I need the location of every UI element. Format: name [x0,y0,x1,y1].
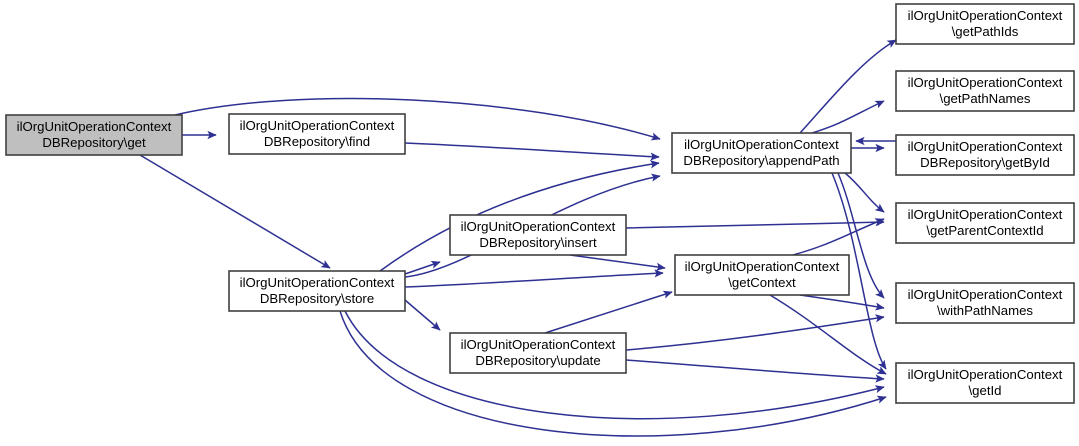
node-label-appendPath-line1: ilOrgUnitOperationContext [684,137,839,152]
node-label-getPathNames-line2: \getPathNames [940,91,1031,106]
call-edge-update-to-getContext [544,290,673,334]
call-edge-appendPath-to-withPathNames [837,172,885,299]
node-label-find-line1: ilOrgUnitOperationContext [240,118,395,133]
call-edge-find-to-appendPath [404,142,660,161]
call-edge-store-to-appendPath [379,160,660,272]
call-edge-get-to-appendPath [174,97,661,141]
node-layer: ilOrgUnitOperationContextDBRepository\ge… [5,3,1075,404]
call-edge-appendPath-to-getParentContextId [844,172,885,213]
node-label-appendPath-line2: DBRepository\appendPath [683,153,839,168]
call-edge-appendPath-to-getId [831,172,887,370]
call-edge-insert-to-getParentContextId [625,218,885,229]
node-label-getParentContextId-line2: \getParentContextId [926,223,1043,238]
node-label-getId-line1: ilOrgUnitOperationContext [908,367,1063,382]
node-label-withPathNames-line2: \withPathNames [937,303,1033,318]
node-insert[interactable]: ilOrgUnitOperationContextDBRepository\in… [449,214,627,256]
call-edge-update-to-getId [625,359,885,383]
node-box-insert[interactable] [449,214,627,256]
call-edge-insert-to-getContext [569,254,666,271]
node-find[interactable]: ilOrgUnitOperationContextDBRepository\fi… [228,113,406,155]
node-box-getParentContextId[interactable] [895,202,1075,244]
node-getPathNames[interactable]: ilOrgUnitOperationContext\getPathNames [895,70,1075,112]
call-edge-store-to-update [404,299,441,331]
node-get[interactable]: ilOrgUnitOperationContextDBRepository\ge… [5,114,183,156]
call-edge-store-to-insert [404,260,441,275]
node-label-get-line1: ilOrgUnitOperationContext [17,119,172,134]
node-update[interactable]: ilOrgUnitOperationContextDBRepository\up… [449,332,627,374]
node-label-insert-line1: ilOrgUnitOperationContext [461,219,616,234]
node-label-getPathNames-line1: ilOrgUnitOperationContext [908,75,1063,90]
call-edge-update-to-withPathNames [625,314,885,351]
node-getContext[interactable]: ilOrgUnitOperationContext\getContext [674,254,850,296]
node-getId[interactable]: ilOrgUnitOperationContext\getId [895,362,1075,404]
node-label-getContext-line1: ilOrgUnitOperationContext [685,259,840,274]
node-label-getContext-line2: \getContext [728,275,796,290]
node-label-find-line2: DBRepository\find [264,134,370,149]
node-box-getById[interactable] [895,134,1075,176]
node-label-store-line2: DBRepository\store [260,291,374,306]
node-getPathIds[interactable]: ilOrgUnitOperationContext\getPathIds [895,3,1075,45]
node-box-appendPath[interactable] [671,132,852,174]
node-label-insert-line2: DBRepository\insert [479,235,597,250]
call-edge-get-to-store [139,154,331,269]
node-box-get[interactable] [5,114,183,156]
node-getParentContextId[interactable]: ilOrgUnitOperationContext\getParentConte… [895,202,1075,244]
node-label-get-line2: DBRepository\get [42,135,146,150]
call-edge-appendPath-to-getPathIds [799,39,897,134]
node-label-getById-line2: DBRepository\getById [920,155,1050,170]
node-label-store-line1: ilOrgUnitOperationContext [240,275,395,290]
node-box-getContext[interactable] [674,254,850,296]
node-withPathNames[interactable]: ilOrgUnitOperationContext\withPathNames [895,282,1075,324]
node-box-store[interactable] [228,270,406,312]
call-edge-store-to-getId [344,310,885,420]
call-edge-appendPath-to-getPathNames [811,100,885,134]
edge-layer [139,39,897,437]
node-label-update-line2: DBRepository\update [475,353,600,368]
call-edge-getContext-to-getId [769,294,887,375]
call-edge-store-to-getContext [404,269,664,288]
call-edge-getContext-to-withPathNames [799,294,885,311]
call-edge-store-to-getId [339,310,887,437]
node-getById[interactable]: ilOrgUnitOperationContextDBRepository\ge… [895,134,1075,176]
node-appendPath[interactable]: ilOrgUnitOperationContextDBRepository\ap… [671,132,852,174]
node-box-getPathNames[interactable] [895,70,1075,112]
node-label-getById-line1: ilOrgUnitOperationContext [908,139,1063,154]
node-label-getParentContextId-line1: ilOrgUnitOperationContext [908,207,1063,222]
node-box-find[interactable] [228,113,406,155]
node-store[interactable]: ilOrgUnitOperationContextDBRepository\st… [228,270,406,312]
node-label-update-line1: ilOrgUnitOperationContext [461,337,616,352]
node-label-getPathIds-line1: ilOrgUnitOperationContext [908,8,1063,23]
node-box-withPathNames[interactable] [895,282,1075,324]
node-box-getPathIds[interactable] [895,3,1075,45]
node-label-getId-line2: \getId [969,383,1002,398]
node-label-withPathNames-line1: ilOrgUnitOperationContext [908,287,1063,302]
node-box-update[interactable] [449,332,627,374]
node-label-getPathIds-line2: \getPathIds [952,24,1019,39]
call-edge-getContext-to-getParentContextId [792,218,885,256]
node-box-getId[interactable] [895,362,1075,404]
